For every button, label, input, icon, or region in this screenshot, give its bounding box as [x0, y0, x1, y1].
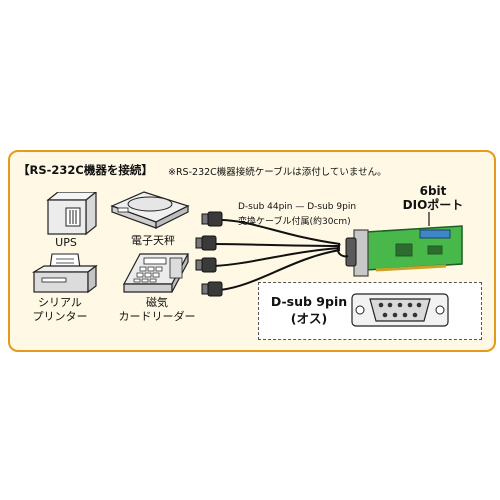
dsub-label-line2: (オス): [290, 311, 328, 326]
dsub-label-line1: D-sub 9pin: [270, 294, 348, 309]
scale-label: 電子天秤: [131, 234, 175, 247]
dio-label-line1: 6bit: [419, 184, 447, 198]
section-title: 【RS-232C機器を接続】: [18, 163, 153, 177]
ups-icon: [46, 192, 97, 236]
serial-printer-icon: [31, 253, 98, 294]
cable-description-line1: D-sub 44pin — D-sub 9pin: [238, 202, 357, 212]
dio-pointer-icon: [428, 212, 430, 226]
db9-plug-3-icon: [195, 257, 217, 273]
dio-label-line2: DIOポート: [402, 198, 464, 212]
fanout-cable: [195, 211, 341, 297]
electronic-scale-icon: [110, 191, 190, 229]
db9-plug-1-icon: [201, 211, 223, 227]
printer-label-line1: シリアル: [38, 296, 82, 309]
card-reader-label-line2: カードリーダー: [118, 310, 196, 323]
db9-plug-4-icon: [201, 281, 223, 297]
pci-board-icon: [336, 225, 463, 277]
dsub-9pin-male-icon: [351, 293, 449, 327]
card-reader-icon: [123, 253, 189, 293]
printer-label-line2: プリンター: [32, 310, 88, 323]
dio-connector-icon: [419, 229, 451, 239]
ups-label: UPS: [55, 236, 77, 249]
db9-plug-2-icon: [195, 235, 217, 251]
cable-description-line2: 変換ケーブル付属(約30cm): [238, 217, 351, 227]
cable-not-included-note: ※RS-232C機器接続ケーブルは添付していません。: [168, 167, 387, 178]
card-reader-label-line1: 磁気: [146, 296, 168, 309]
